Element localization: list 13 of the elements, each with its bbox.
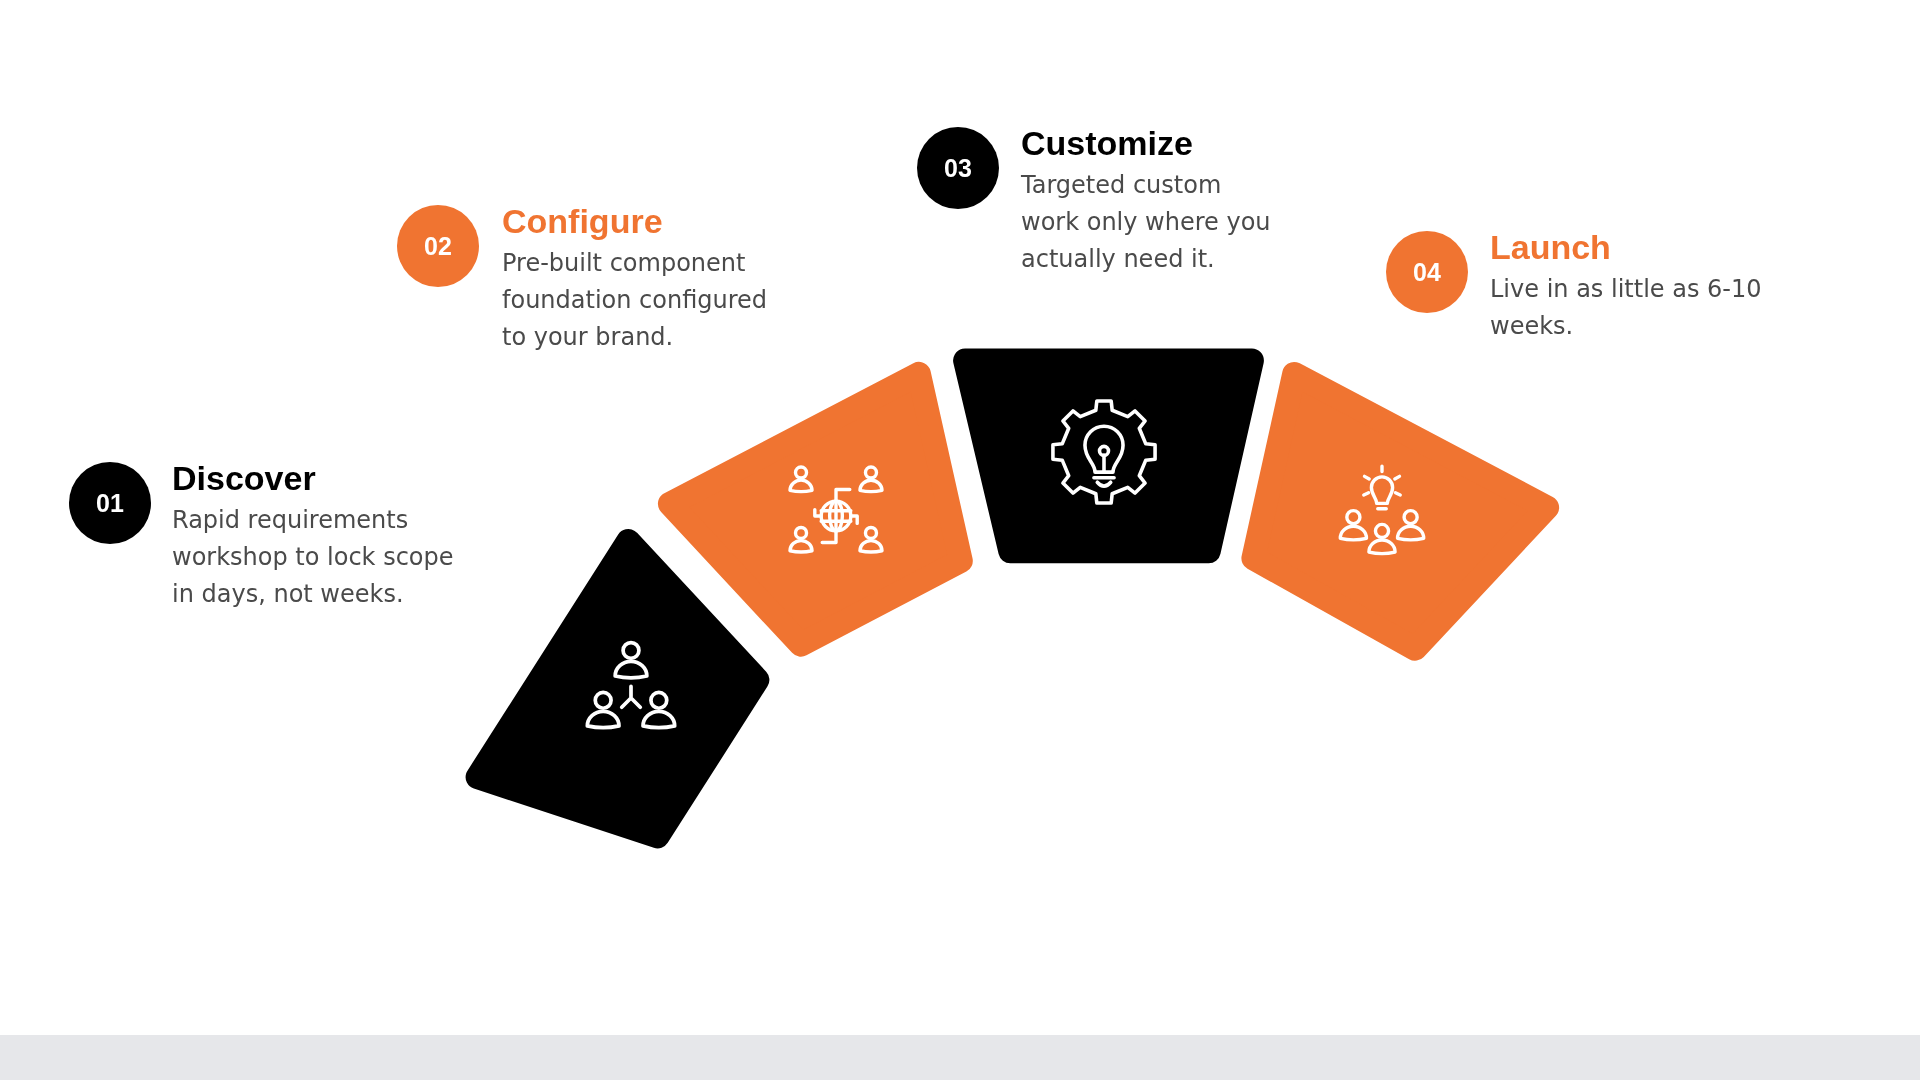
- step-description: Live in as little as 6-10 weeks.: [1490, 274, 1763, 342]
- step-number-circle: 02: [397, 205, 479, 287]
- step-description: Targeted custom work only where you actually need it.: [1021, 170, 1272, 275]
- step-description: Rapid requirements workshop to lock scope in days, not weeks.: [172, 505, 455, 610]
- step-number-circle: 04: [1386, 231, 1468, 313]
- step-description: Pre-built component foundation configured to your brand.: [502, 248, 769, 353]
- step-heading: Discover: [172, 458, 316, 498]
- step-tile: [951, 351, 1266, 563]
- step-heading: Customize: [1021, 123, 1193, 163]
- step-heading: Configure: [502, 201, 663, 241]
- step-number-circle: 01: [69, 462, 151, 544]
- step-number-circle: 03: [917, 127, 999, 209]
- step-heading: Launch: [1490, 227, 1611, 267]
